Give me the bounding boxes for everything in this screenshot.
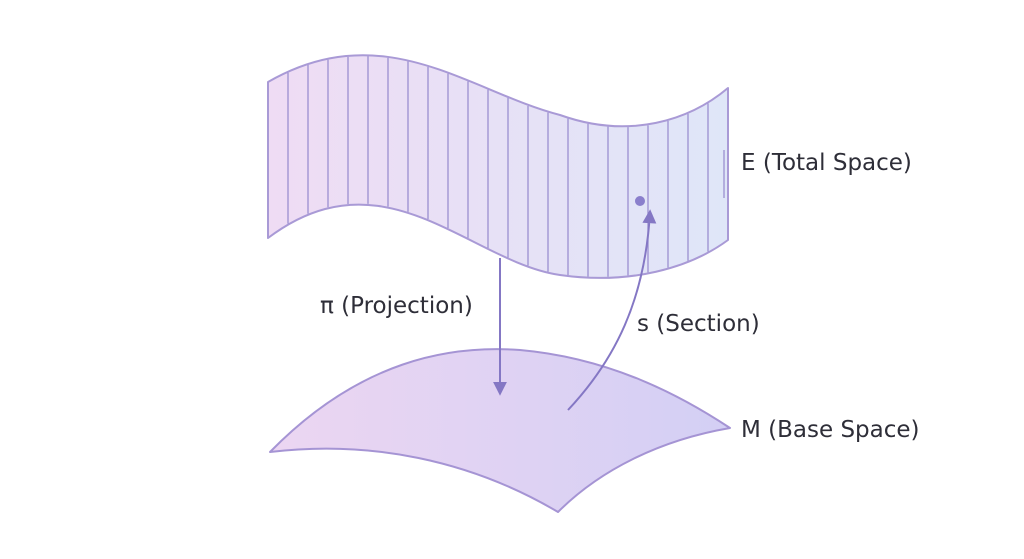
total-space-label: E (Total Space) (741, 150, 912, 176)
projection-label: π (Projection) (320, 293, 473, 319)
total-space-surface (267, 54, 729, 279)
section-label: s (Section) (637, 311, 760, 337)
base-space-label: M (Base Space) (741, 417, 920, 443)
section-arrow (567, 209, 657, 411)
fiber-lines (287, 56, 725, 277)
section-point (635, 196, 645, 206)
base-space-surface (269, 348, 731, 513)
